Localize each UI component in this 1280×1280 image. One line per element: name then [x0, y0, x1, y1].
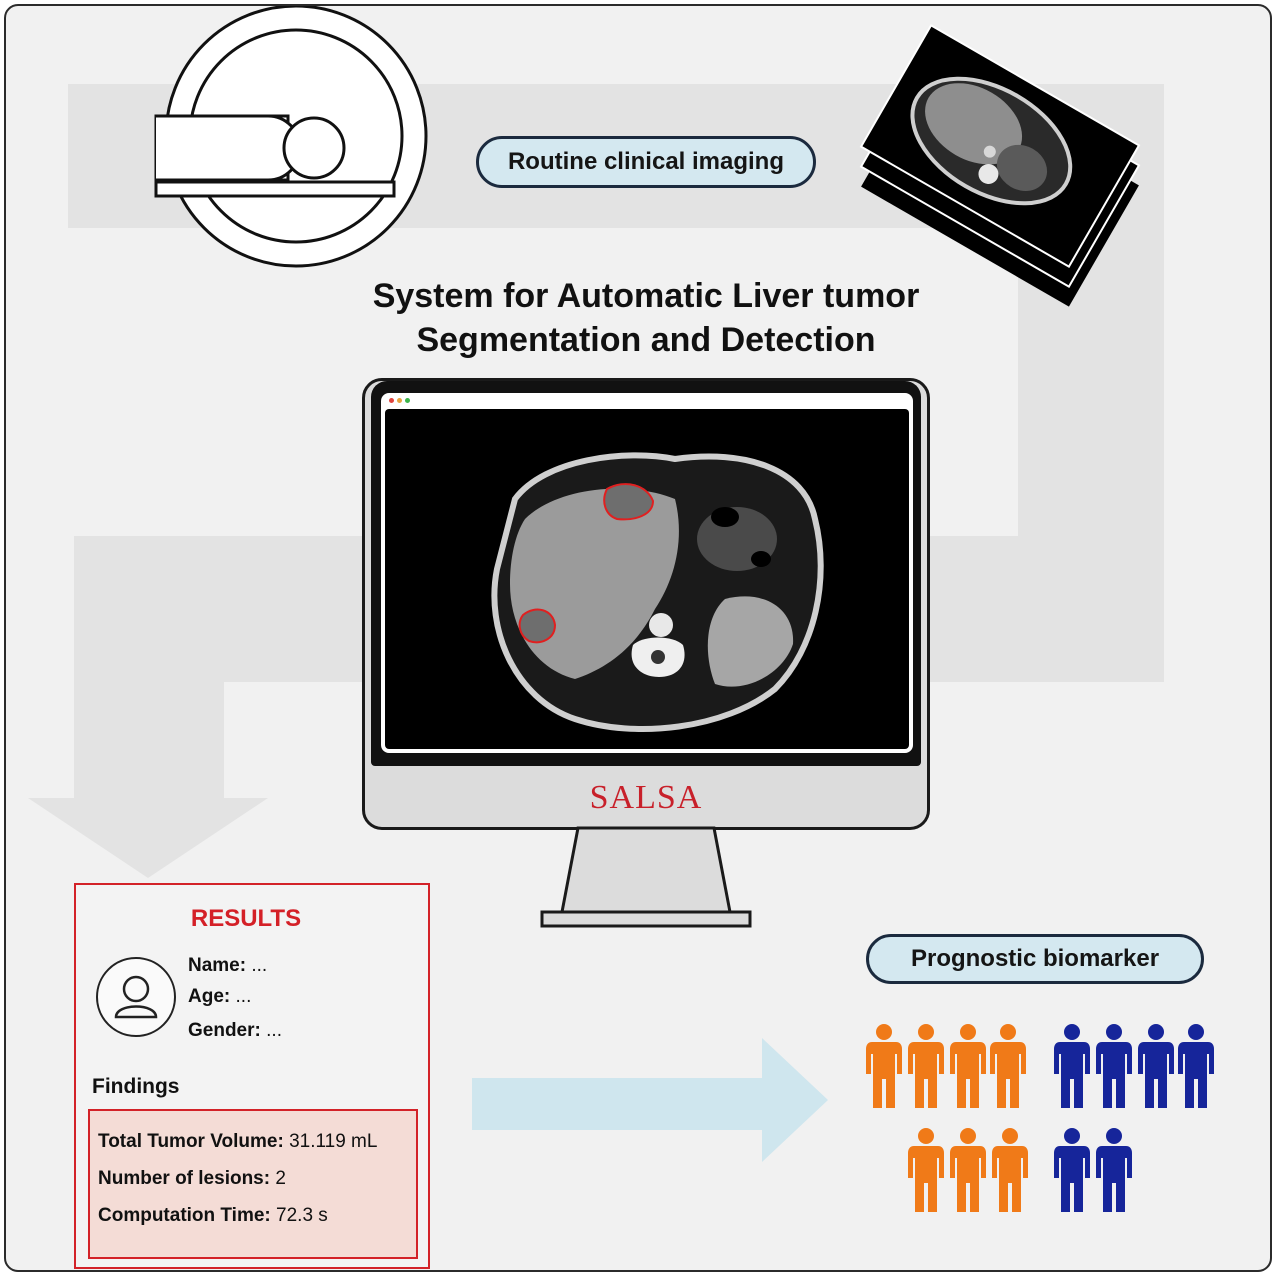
person-icon [908, 1128, 944, 1212]
figure-frame: Routine clinical imaging System for Auto… [4, 4, 1272, 1272]
finding-value: 31.119 mL [289, 1131, 378, 1152]
person-icon [908, 1024, 944, 1108]
person-icon [1096, 1128, 1132, 1212]
person-icon [1178, 1024, 1214, 1108]
window-maximize-dot[interactable] [405, 398, 410, 403]
person-icon [992, 1128, 1028, 1212]
monitor-stand [540, 826, 752, 928]
patient-age-label: Age: [188, 986, 231, 1007]
aorta [649, 613, 673, 637]
spleen [707, 596, 794, 687]
monitor: SALSA [362, 378, 930, 830]
ct-slices-icon [859, 24, 1141, 307]
person-icon [950, 1128, 986, 1212]
ct-viewer[interactable] [385, 409, 909, 749]
monitor-screen [381, 393, 913, 753]
window-close-dot[interactable] [389, 398, 394, 403]
routine-imaging-label: Routine clinical imaging [476, 136, 816, 188]
patient-name-value: ... [251, 955, 268, 976]
patient-gender-label: Gender: [188, 1020, 261, 1041]
title-line-2: Segmentation and Detection [416, 321, 876, 359]
finding-tumor-volume: Total Tumor Volume: 31.119 mL [98, 1131, 377, 1153]
finding-label: Computation Time: [98, 1205, 271, 1226]
patient-groups [866, 1024, 1214, 1212]
patient-age: Age: ... [188, 986, 251, 1008]
monitor-bezel [371, 381, 921, 766]
person-icon [866, 1024, 902, 1108]
finding-value: 2 [275, 1168, 286, 1189]
patient-gender-value: ... [266, 1020, 282, 1041]
window-minimize-dot[interactable] [397, 398, 402, 403]
patient-gender: Gender: ... [188, 1020, 282, 1042]
prognostic-biomarker-label: Prognostic biomarker [866, 934, 1204, 984]
brand-logo: SALSA [589, 779, 703, 816]
tumor-outline-2 [518, 608, 557, 644]
findings-heading: Findings [92, 1075, 180, 1098]
ct-scanner-icon [154, 6, 428, 268]
person-icon [1054, 1128, 1090, 1212]
title-line-1: System for Automatic Liver tumor [372, 277, 920, 315]
patient-name-label: Name: [188, 955, 247, 976]
finding-lesion-count: Number of lesions: 2 [98, 1168, 286, 1190]
forward-arrow-icon [472, 1038, 828, 1162]
tumor-outline-1 [603, 483, 655, 521]
user-avatar-icon [96, 957, 176, 1037]
finding-computation-time: Computation Time: 72.3 s [98, 1205, 328, 1227]
person-icon [1054, 1024, 1090, 1108]
findings-box: Total Tumor Volume: 31.119 mL Number of … [88, 1109, 418, 1259]
person-icon [990, 1024, 1026, 1108]
patient-age-value: ... [235, 986, 252, 1007]
finding-value: 72.3 s [276, 1205, 328, 1226]
person-icon [1096, 1024, 1132, 1108]
person-icon [950, 1024, 986, 1108]
ct-scan-image [491, 452, 824, 732]
finding-label: Total Tumor Volume: [98, 1131, 284, 1152]
patient-name: Name: ... [188, 955, 267, 977]
page-title: System for Automatic Liver tumor Segment… [296, 274, 996, 362]
finding-label: Number of lesions: [98, 1168, 271, 1189]
person-icon [1138, 1024, 1174, 1108]
results-card: RESULTS Name: ... Age: ... Gender: ... F… [74, 883, 430, 1269]
results-heading: RESULTS [190, 905, 302, 932]
